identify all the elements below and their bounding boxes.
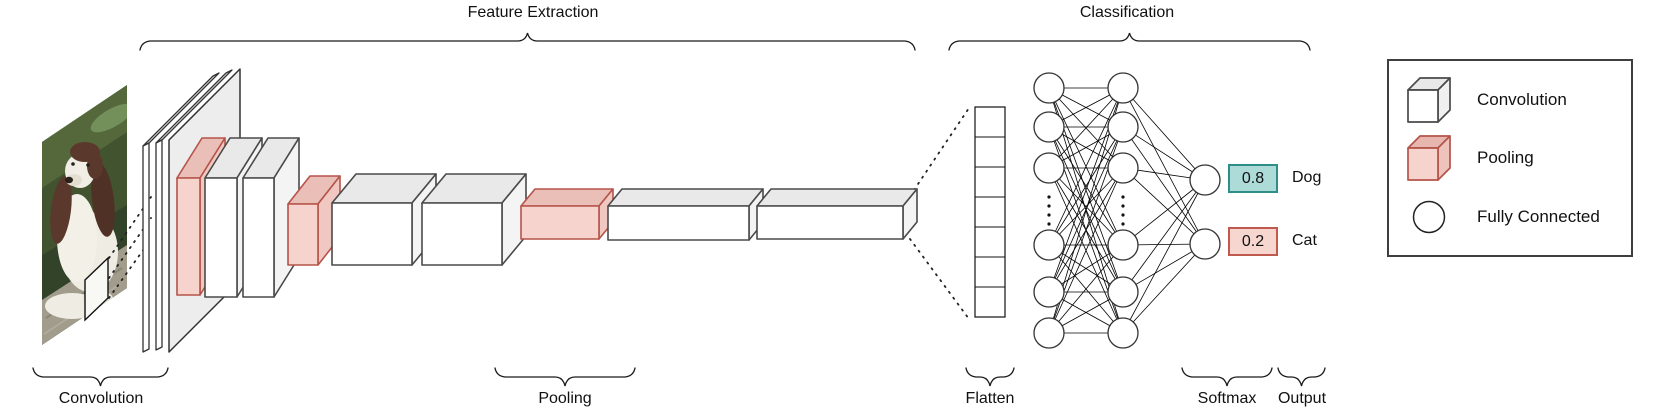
dog-ear <box>50 176 72 244</box>
fully-connected-node <box>1107 317 1139 349</box>
ellipsis-dot <box>1121 204 1125 208</box>
legend-label: Pooling <box>1477 148 1534 167</box>
legend-item-convolution: Convolution <box>1405 74 1631 126</box>
ellipsis-dot <box>1047 195 1051 199</box>
fully-connected-node <box>1033 111 1065 143</box>
probability-value: 0.8 <box>1241 169 1265 187</box>
convolution-cube-icon <box>1407 76 1451 123</box>
output-class-dog: Dog <box>1292 169 1322 186</box>
fully-connected-network <box>1033 72 1221 349</box>
stage-label-pooling: Pooling <box>538 390 592 407</box>
stage-label-softmax: Softmax <box>1197 390 1257 407</box>
fully-connected-node <box>1189 164 1221 196</box>
feature-extraction-title: Feature Extraction <box>467 4 599 21</box>
output-brace <box>1277 367 1326 387</box>
legend: Convolution Pooling Fully Connected <box>1387 59 1633 257</box>
convolution-layer-block <box>607 188 764 241</box>
softmax-probability-cat: 0.2 <box>1228 227 1278 256</box>
softmax-brace <box>1181 367 1273 387</box>
convolution-layer-block <box>756 188 918 240</box>
flatten-column <box>974 106 1006 318</box>
fully-connected-node <box>1033 317 1065 349</box>
softmax-probability-dog: 0.8 <box>1228 164 1278 193</box>
ellipsis-dot <box>1121 195 1125 199</box>
fully-connected-circle-icon <box>1412 200 1446 233</box>
stage-label-output: Output <box>1277 390 1327 407</box>
probability-value: 0.2 <box>1241 232 1265 250</box>
convolution-kernel-patch <box>84 256 109 322</box>
layer-blocks <box>176 137 918 298</box>
ellipsis-dot <box>1121 213 1125 217</box>
fully-connected-node <box>1033 72 1065 104</box>
fully-connected-node <box>1033 276 1065 308</box>
fully-connected-node <box>1107 72 1139 104</box>
fully-connected-node <box>1189 228 1221 260</box>
ellipsis-dot <box>1047 213 1051 217</box>
braces <box>32 32 1326 387</box>
classification-brace <box>948 32 1311 51</box>
dog-nose <box>65 176 73 184</box>
fully-connected-node <box>1107 152 1139 184</box>
flatten-brace <box>965 367 1015 387</box>
fully-connected-node <box>1033 229 1065 261</box>
ellipsis-dot <box>1121 222 1125 226</box>
ellipsis-dot <box>1047 222 1051 226</box>
fully-connected-node <box>1107 229 1139 261</box>
legend-item-pooling: Pooling <box>1405 132 1631 184</box>
pooling-cube-icon <box>1407 135 1451 181</box>
legend-label: Fully Connected <box>1477 206 1600 226</box>
pooling-layer-block <box>520 188 614 240</box>
fully-connected-node <box>1033 152 1065 184</box>
legend-label: Convolution <box>1477 89 1567 109</box>
classification-title: Classification <box>1079 4 1175 21</box>
pooling-brace <box>494 367 636 387</box>
feature-extraction-brace <box>139 32 916 51</box>
output-class-cat: Cat <box>1292 232 1317 249</box>
stage-label-convolution: Convolution <box>58 390 144 407</box>
legend-item-fully-connected: Fully Connected <box>1405 191 1631 243</box>
stage-label-flatten: Flatten <box>965 390 1015 407</box>
fully-connected-node <box>1107 276 1139 308</box>
ellipsis-dot <box>1047 204 1051 208</box>
convolution-brace <box>32 367 169 387</box>
dog-ear <box>91 163 115 237</box>
convolution-layer-block <box>331 173 437 266</box>
convolution-layer-block <box>421 173 527 266</box>
fully-connected-node <box>1107 111 1139 143</box>
